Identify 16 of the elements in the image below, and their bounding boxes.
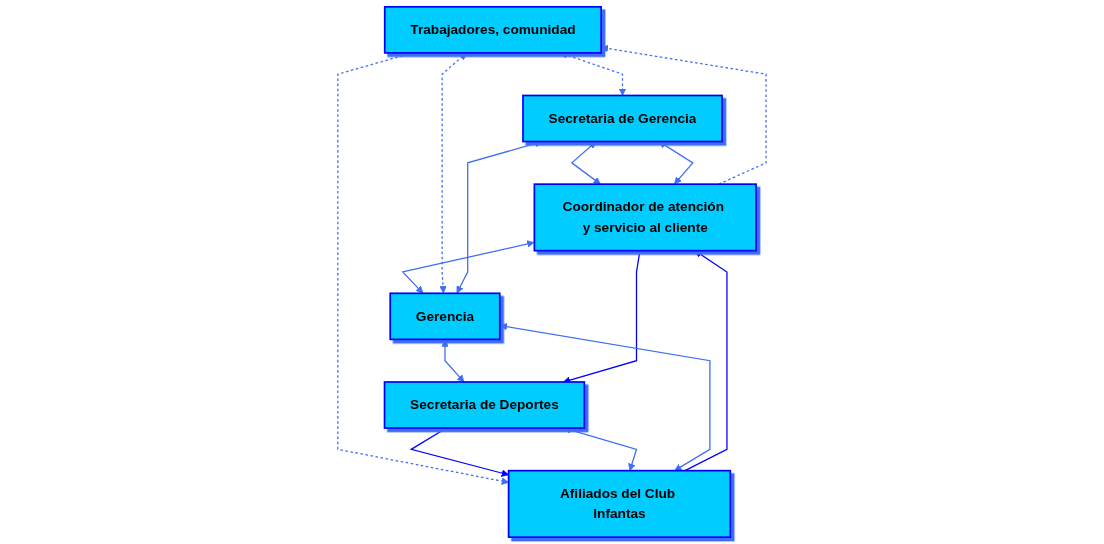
arrow — [684, 250, 728, 472]
node-box: Coordinador de atención y servicio al cliente — [533, 183, 757, 252]
arrow — [560, 51, 627, 96]
arrow — [570, 141, 601, 185]
arrow — [401, 240, 535, 294]
node-box: Secretaria de Deportes — [383, 381, 586, 429]
arrow — [499, 323, 711, 471]
node-box: Secretaria de Gerencia — [522, 94, 723, 143]
arrow — [409, 427, 509, 477]
arrow — [439, 52, 467, 294]
arrow — [441, 339, 465, 383]
node-box: Gerencia — [389, 292, 501, 341]
node-box: Trabajadores, comunidad — [383, 5, 603, 54]
node-box: Afiliados del Club Infantas — [507, 469, 732, 538]
arrow — [658, 141, 694, 185]
arrow — [337, 52, 509, 485]
